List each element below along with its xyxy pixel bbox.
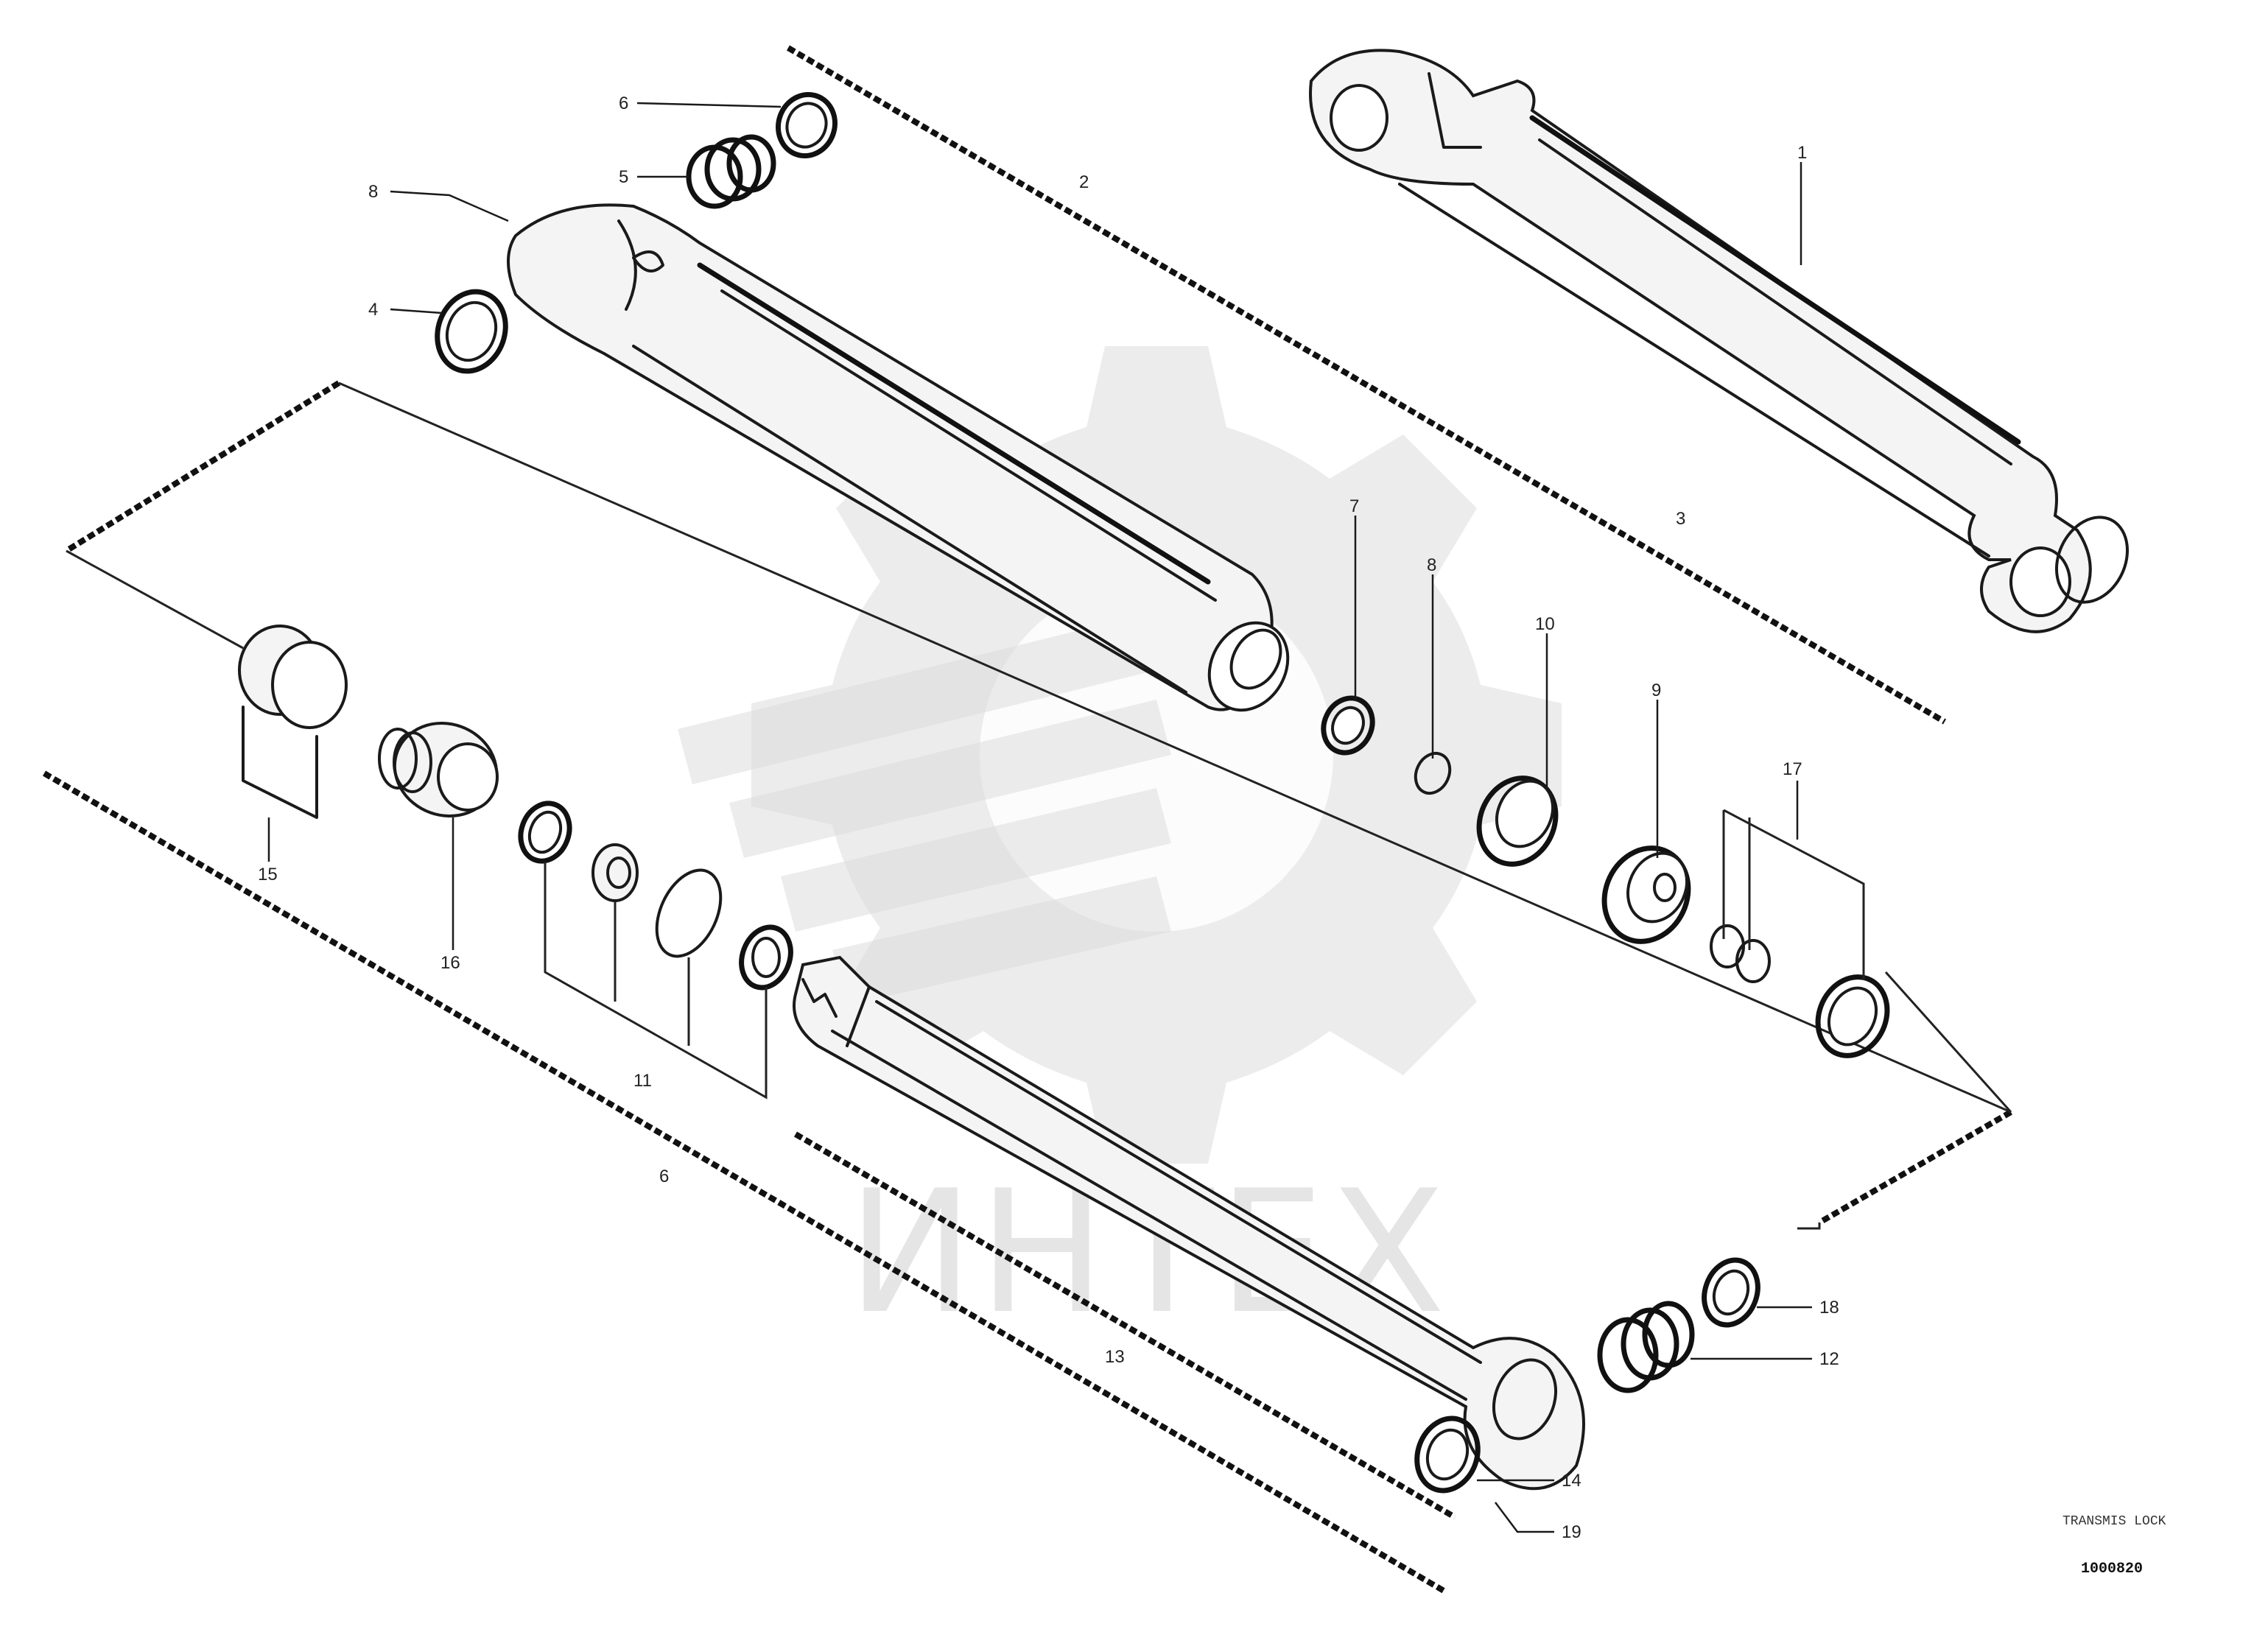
seal-6-top <box>776 91 838 159</box>
seal-7 <box>1321 695 1375 756</box>
callout-6-top: 6 <box>619 94 628 113</box>
reference-code: 1000820 <box>2081 1561 2143 1578</box>
callout-14: 14 <box>1562 1471 1581 1491</box>
seals-and-rings <box>238 91 1890 1494</box>
ring-17b <box>1735 939 1771 983</box>
callout-12: 12 <box>1819 1349 1839 1369</box>
callout-3: 3 <box>1676 509 1685 529</box>
callout-2: 2 <box>1079 172 1089 192</box>
seal-4 <box>435 289 508 374</box>
ring-11c <box>655 868 723 958</box>
nut-6b <box>739 924 793 991</box>
ring-11a <box>518 801 572 864</box>
callout-18: 18 <box>1819 1298 1839 1318</box>
callout-9: 9 <box>1651 680 1661 700</box>
callout-labels: 6 5 8 4 2 1 3 7 8 10 9 17 15 16 11 6 13 … <box>258 94 1839 1542</box>
complete-cylinder-1 <box>1309 49 2130 633</box>
seal-12 <box>1597 1317 1659 1393</box>
group-brackets <box>544 809 1865 1100</box>
callout-6-bottom: 6 <box>659 1167 669 1186</box>
callout-8-mid: 8 <box>1427 555 1436 575</box>
seal-17c <box>1815 974 1890 1058</box>
piston-rod-13 <box>793 955 1585 1491</box>
assembly-guide-lines <box>42 45 2012 1594</box>
envelope-lines <box>66 381 2012 1230</box>
ring-11b <box>591 843 639 902</box>
callout-8-top: 8 <box>368 182 378 202</box>
piston-9 <box>1601 845 1691 944</box>
callout-15: 15 <box>258 865 278 884</box>
dashed-line-bottom-1 <box>42 770 1446 1594</box>
ring-8 <box>1414 751 1452 795</box>
callout-19: 19 <box>1562 1522 1581 1542</box>
reference-small-text: TRANSMIS LOCK <box>2062 1514 2166 1529</box>
seal-14 <box>1414 1415 1481 1494</box>
dashed-line-loop-right <box>1818 1109 2012 1225</box>
dashed-line-top <box>786 45 1947 725</box>
ring-17a <box>1710 924 1745 968</box>
callout-16: 16 <box>440 953 460 973</box>
dashed-line-bottom-2 <box>793 1131 1457 1520</box>
callout-7: 7 <box>1349 496 1359 516</box>
drawing-reference: TRANSMIS LOCK 1000820 <box>2062 1514 2166 1578</box>
leader-lines <box>267 102 1812 1533</box>
seal-18 <box>1702 1257 1760 1328</box>
callout-10: 10 <box>1535 614 1555 634</box>
callout-13: 13 <box>1105 1347 1125 1367</box>
callout-5: 5 <box>619 167 628 187</box>
dashed-line-loop-left <box>64 380 341 554</box>
callout-17: 17 <box>1783 759 1802 779</box>
cylinder-barrel-6 <box>507 203 1290 712</box>
callout-4: 4 <box>368 300 378 320</box>
callout-11: 11 <box>633 1071 652 1091</box>
callout-1: 1 <box>1797 143 1807 163</box>
